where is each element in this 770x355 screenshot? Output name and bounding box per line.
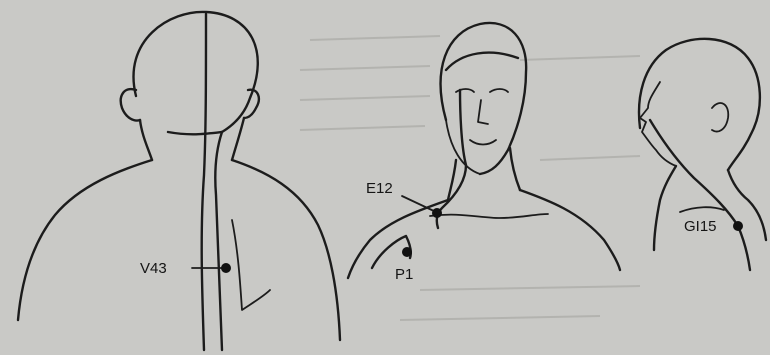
gi15-label: GI15: [684, 218, 717, 235]
gi15-point-marker: [733, 221, 743, 231]
v43-point-marker: [221, 263, 231, 273]
e12-point-marker: [432, 208, 442, 218]
p1-point-marker: [402, 247, 412, 257]
v43-label: V43: [140, 260, 167, 277]
e12-label: E12: [366, 180, 393, 197]
p1-label: P1: [395, 266, 413, 283]
